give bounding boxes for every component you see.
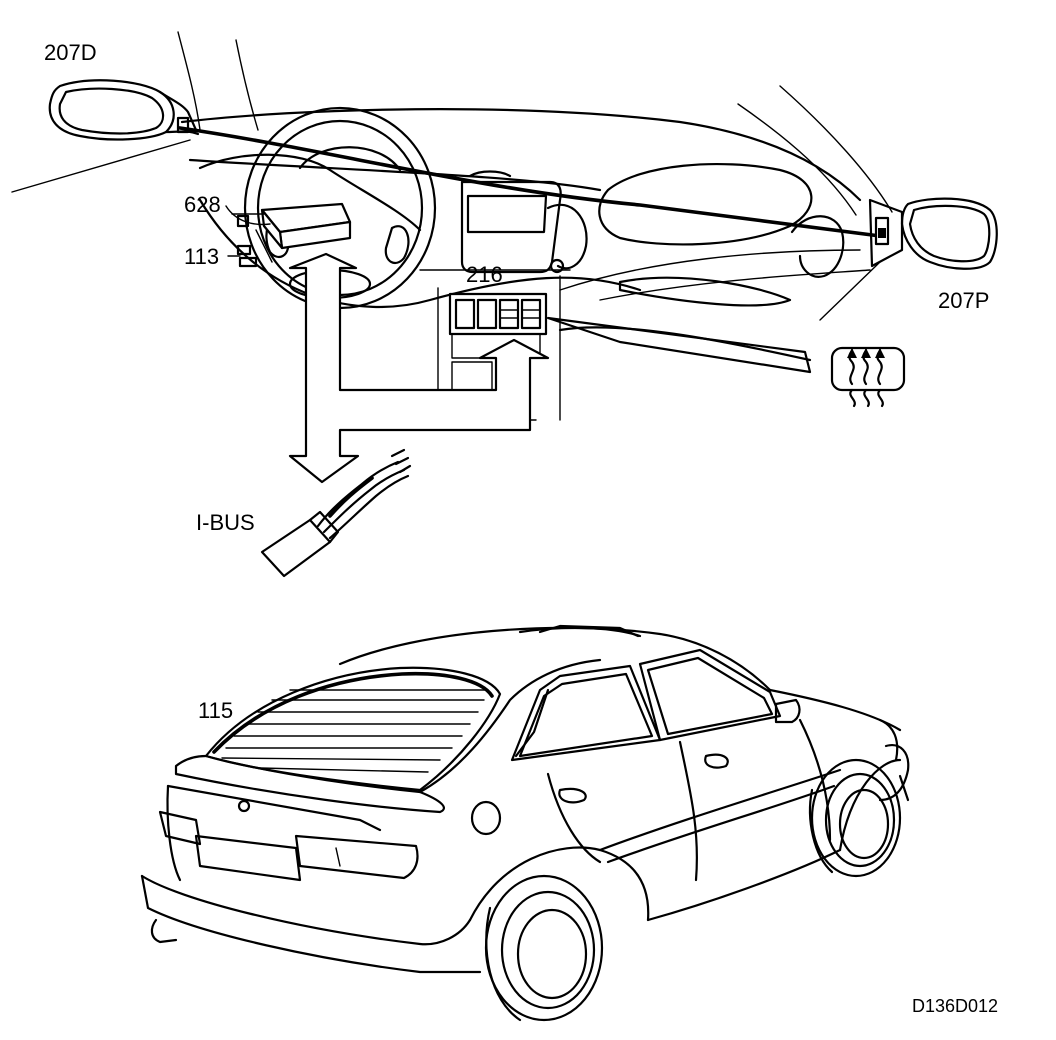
front-wheel	[808, 758, 902, 878]
label-unit-628: 628	[184, 192, 221, 217]
rear-wheel	[484, 874, 604, 1022]
label-mirror-passenger: 207P	[938, 288, 989, 313]
module-628	[225, 202, 352, 250]
leader-lines	[227, 213, 265, 257]
mirror-driver-207D	[48, 79, 200, 141]
car-illustration	[140, 624, 910, 1022]
label-unit-113: 113	[184, 244, 219, 269]
label-mirror-driver: 207D	[44, 40, 97, 65]
rear-window-defrost-icon	[830, 346, 906, 408]
label-rear-window: 115	[198, 698, 233, 723]
label-ibus: I-BUS	[196, 510, 255, 535]
ibus-connector	[260, 448, 412, 578]
rear-window-115	[204, 666, 502, 792]
label-switch-216: 216	[466, 262, 503, 287]
label-figure-code: D136D012	[912, 996, 998, 1016]
mirror-passenger-207P	[868, 197, 998, 270]
module-113	[236, 229, 273, 268]
signal-arrows	[288, 252, 550, 484]
switch-panel-216	[448, 292, 548, 336]
